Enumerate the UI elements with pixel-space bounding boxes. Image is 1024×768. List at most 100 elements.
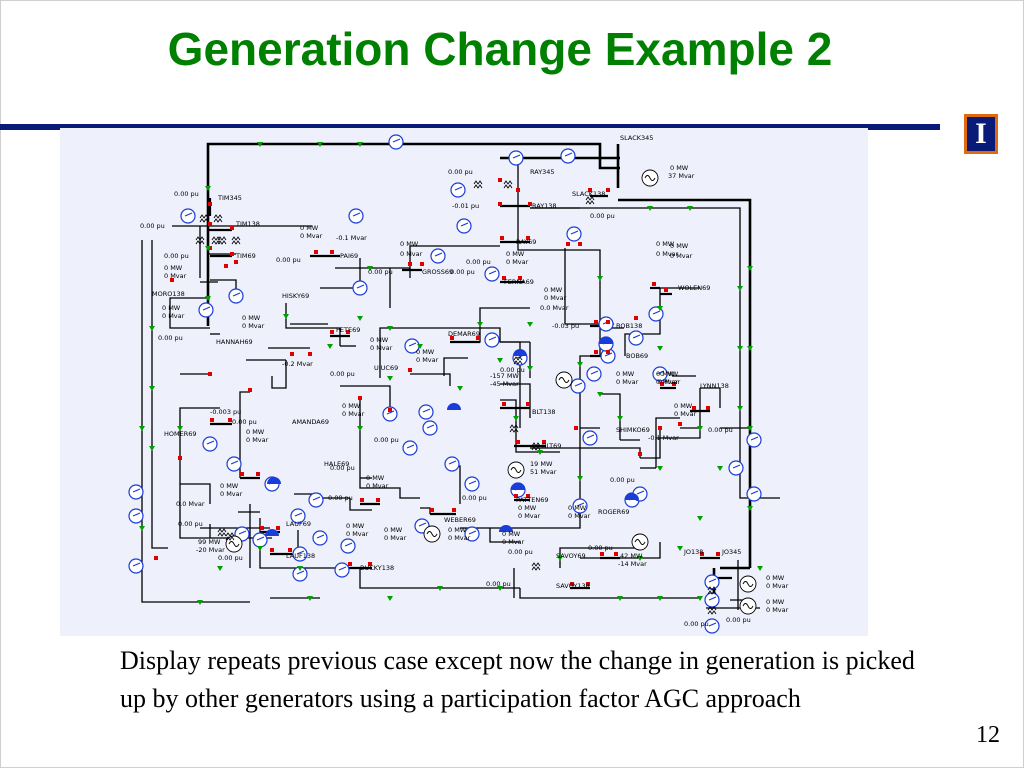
breaker — [664, 288, 668, 292]
loading-fill — [447, 403, 461, 410]
diagram-label: WEBER69 — [444, 516, 476, 524]
flow-circle — [464, 476, 480, 492]
diagram-readout: 0 MW — [370, 336, 389, 344]
flow-circle — [566, 226, 582, 242]
flow-circle-pointer — [418, 522, 427, 527]
diagram-readout: 0.00 pu — [726, 616, 751, 624]
flow-circle — [422, 420, 438, 436]
flow-circle-pointer — [574, 382, 583, 387]
flow-circle — [382, 406, 398, 422]
diagram-readout: 0 MW — [506, 250, 525, 258]
diagram-readout: 0 MW — [162, 304, 181, 312]
flow-arrow — [747, 426, 753, 431]
diagram-label: 37 Mvar — [668, 172, 695, 180]
flow-circle-pointer — [132, 488, 141, 493]
breaker — [526, 494, 530, 498]
diagram-readout: 0.00 pu — [500, 366, 525, 374]
diagram-readout: 0 Mvar — [568, 512, 591, 520]
diagram-readout: 0 Mvar — [366, 482, 389, 490]
breaker — [360, 498, 364, 502]
diagram-readout: 0 MW — [656, 240, 675, 248]
diagram-label: UIUC69 — [374, 364, 398, 372]
flow-circle — [450, 182, 466, 198]
flow-circle-pointer — [454, 186, 463, 191]
flow-circle-pointer — [468, 530, 477, 535]
flow-circle-pointer — [312, 496, 321, 501]
diagram-label: HALE69 — [324, 460, 349, 468]
flow-circle — [582, 430, 598, 446]
diagram-label: HISKY69 — [282, 292, 309, 300]
breaker — [706, 406, 710, 410]
flow-circle-pointer — [316, 534, 325, 539]
diagram-label: 0.0 Mvar — [540, 304, 569, 312]
flow-arrow — [737, 346, 743, 351]
diagram-label: GROSS69 — [422, 268, 453, 276]
flow-arrow — [367, 266, 373, 271]
generator-wave — [644, 175, 656, 181]
breaker — [634, 316, 638, 320]
flow-arrow — [387, 376, 393, 381]
generator-wave — [228, 541, 240, 547]
transformer-symbol — [225, 532, 235, 541]
breaker — [256, 472, 260, 476]
transmission-lines — [141, 142, 780, 610]
generator-wave — [742, 603, 754, 609]
loading-fill — [511, 483, 525, 490]
diagram-label: RAY138 — [532, 202, 557, 210]
diagram-readout: 0 MW — [342, 402, 361, 410]
flow-circle-pointer — [132, 562, 141, 567]
diagram-label: BOB69 — [626, 352, 648, 360]
diagram-label: BUCKY138 — [360, 564, 394, 572]
flow-circle-pointer — [434, 252, 443, 257]
diagram-readout: 0.00 pu — [462, 494, 487, 502]
flow-arrow — [307, 596, 313, 601]
diagram-label: JO345 — [721, 548, 741, 556]
breaker — [210, 418, 214, 422]
diagram-readout: 0 MW — [346, 522, 365, 530]
transformer-symbol — [217, 236, 227, 245]
flow-circle — [198, 302, 214, 318]
breaker — [606, 350, 610, 354]
breaker — [570, 582, 574, 586]
diagram-readout: 0 MW — [448, 526, 467, 534]
diagram-readout: 0 Mvar — [658, 378, 681, 386]
flow-circle — [586, 366, 602, 382]
flow-circle — [652, 366, 668, 382]
flow-circle-pointer — [356, 284, 365, 289]
diagram-label: JO138 — [683, 548, 703, 556]
flow-arrow — [747, 346, 753, 351]
diagram-readout: 0.00 pu — [450, 268, 475, 276]
flow-circle-pointer — [296, 570, 305, 575]
flow-circle-pointer — [386, 410, 395, 415]
flow-arrow — [697, 596, 703, 601]
flow-circle-pointer — [708, 622, 717, 627]
loading-fill — [625, 493, 639, 500]
diagram-label: HOMER69 — [164, 430, 197, 438]
flow-arrow — [217, 566, 223, 571]
diagram-readout: 0.00 pu — [610, 476, 635, 484]
breaker — [314, 250, 318, 254]
breaker — [420, 262, 424, 266]
diagram-readout: 0 Mvar — [766, 606, 789, 614]
generator-wave — [558, 377, 570, 383]
flow-circle-pointer — [652, 310, 661, 315]
breaker — [638, 452, 642, 456]
flow-circle — [728, 460, 744, 476]
diagram-label: LYNN138 — [700, 382, 729, 390]
flow-arrow — [757, 566, 763, 571]
diagram-readout: 0 Mvar — [616, 378, 639, 386]
flow-circle — [746, 486, 762, 502]
diagram-label: 51 Mvar — [530, 468, 557, 476]
generator-wave — [742, 581, 754, 587]
university-logo: I — [964, 114, 998, 154]
flow-arrow — [417, 344, 423, 349]
flow-circle-pointer — [632, 334, 641, 339]
breaker — [658, 426, 662, 430]
flow-circle-pointer — [392, 138, 401, 143]
diagram-readout: 0 Mvar — [518, 512, 541, 520]
flow-arrow — [527, 322, 533, 327]
diagram-readout: 0 Mvar — [384, 534, 407, 542]
breaker — [516, 188, 520, 192]
breaker — [476, 336, 480, 340]
flow-circle — [430, 248, 446, 264]
